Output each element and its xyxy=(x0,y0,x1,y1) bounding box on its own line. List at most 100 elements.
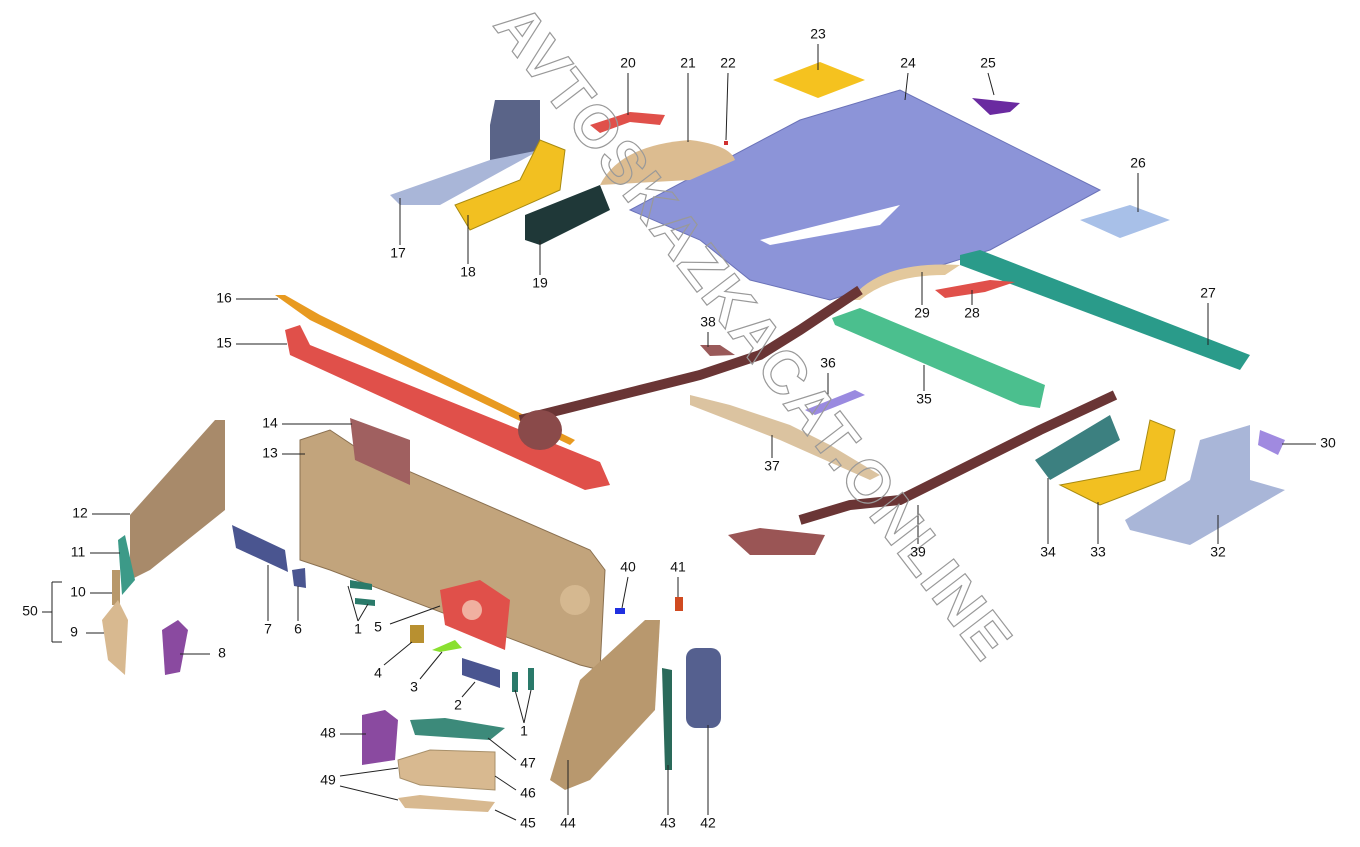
part-8 xyxy=(162,620,188,675)
leader-line xyxy=(494,809,517,821)
callout-number: 10 xyxy=(70,584,86,600)
leader-line xyxy=(339,767,399,777)
callout-number: 16 xyxy=(216,290,232,306)
part-26 xyxy=(1080,205,1170,238)
part-38 xyxy=(700,345,735,356)
part-20 xyxy=(590,112,665,133)
callout-number: 5 xyxy=(374,619,382,635)
callout-number: 48 xyxy=(320,725,336,741)
part-17-wall xyxy=(490,100,540,160)
callout-number: 30 xyxy=(1320,435,1336,451)
part-48 xyxy=(362,710,398,765)
part-29 xyxy=(850,264,960,300)
part-34 xyxy=(1035,415,1120,480)
callout-number: 6 xyxy=(294,621,302,637)
leader-line xyxy=(904,72,909,101)
part-36 xyxy=(805,390,865,415)
part-18 xyxy=(454,139,566,231)
part-21 xyxy=(600,140,735,185)
part-floor-panel xyxy=(628,89,1102,301)
callout-number: 26 xyxy=(1130,155,1146,171)
leader-line xyxy=(621,576,629,609)
part-28 xyxy=(935,280,1015,298)
leader-line xyxy=(419,651,443,680)
callout-number: 28 xyxy=(964,305,980,321)
part-47 xyxy=(410,718,505,740)
part-44 xyxy=(550,620,660,790)
part-43 xyxy=(662,668,672,770)
part-1c xyxy=(512,672,518,692)
part-frame-left xyxy=(518,285,863,425)
part-22 xyxy=(724,141,728,145)
part-46 xyxy=(397,749,496,791)
callout-number: 41 xyxy=(670,559,686,575)
callout-number: 3 xyxy=(410,679,418,695)
callout-number: 23 xyxy=(810,26,826,42)
dash-hole xyxy=(560,585,590,615)
part-40 xyxy=(615,608,625,614)
floor-cutout xyxy=(760,205,900,245)
callout-number: 42 xyxy=(700,815,716,831)
callout-number: 45 xyxy=(520,815,536,831)
callout-number: 44 xyxy=(560,815,576,831)
callout-number: 14 xyxy=(262,415,278,431)
leader-line xyxy=(347,585,359,622)
callout-number: 4 xyxy=(374,665,382,681)
callout-number: 35 xyxy=(916,391,932,407)
callout-number: 11 xyxy=(71,544,86,560)
callout-number: 22 xyxy=(720,55,736,71)
leader-line xyxy=(339,785,399,801)
callout-number: 29 xyxy=(914,305,930,321)
part-39 xyxy=(798,390,1118,525)
part-45 xyxy=(398,795,495,812)
part-15 xyxy=(285,325,610,490)
leader-line xyxy=(494,775,517,791)
callout-number: 27 xyxy=(1200,285,1216,301)
part-42 xyxy=(686,648,721,728)
callout-number: 38 xyxy=(700,314,716,330)
callout-number: 47 xyxy=(520,755,536,771)
leader-line xyxy=(461,681,476,698)
part-41 xyxy=(675,597,683,611)
part-7 xyxy=(232,525,288,572)
part-14 xyxy=(350,418,410,485)
leader-line xyxy=(383,641,413,666)
callout-number: 19 xyxy=(532,275,548,291)
part-5-hole xyxy=(462,600,482,620)
leader-line xyxy=(487,737,517,761)
callout-number: 9 xyxy=(70,624,78,640)
callout-number: 20 xyxy=(620,55,636,71)
callout-number: 40 xyxy=(620,559,636,575)
callout-number: 7 xyxy=(264,621,272,637)
part-9 xyxy=(102,600,128,675)
callout-number: 21 xyxy=(680,55,696,71)
part-37 xyxy=(690,395,880,480)
part-32 xyxy=(1125,425,1285,545)
callout-number: 39 xyxy=(910,544,926,560)
callout-number: 49 xyxy=(320,772,336,788)
callout-number: 1 xyxy=(354,621,362,637)
callout-number: 13 xyxy=(262,445,278,461)
part-3 xyxy=(432,640,462,652)
part-4 xyxy=(410,625,424,643)
leader-line xyxy=(514,689,525,724)
part-16 xyxy=(275,295,575,445)
callout-number: 1 xyxy=(520,723,528,739)
part-1d xyxy=(528,668,534,690)
callout-number: 18 xyxy=(460,264,476,280)
part-12 xyxy=(130,420,225,580)
part-frame-bracket xyxy=(518,410,562,450)
leader-line xyxy=(357,603,369,622)
callout-number: 37 xyxy=(764,458,780,474)
part-27 xyxy=(960,250,1250,370)
leader-line xyxy=(987,72,995,96)
part-10 xyxy=(112,570,120,605)
callout-number: 15 xyxy=(216,335,232,351)
callout-number: 17 xyxy=(390,245,406,261)
part-2 xyxy=(462,658,500,688)
callout-number: 12 xyxy=(72,505,88,521)
leader-line xyxy=(523,689,532,724)
